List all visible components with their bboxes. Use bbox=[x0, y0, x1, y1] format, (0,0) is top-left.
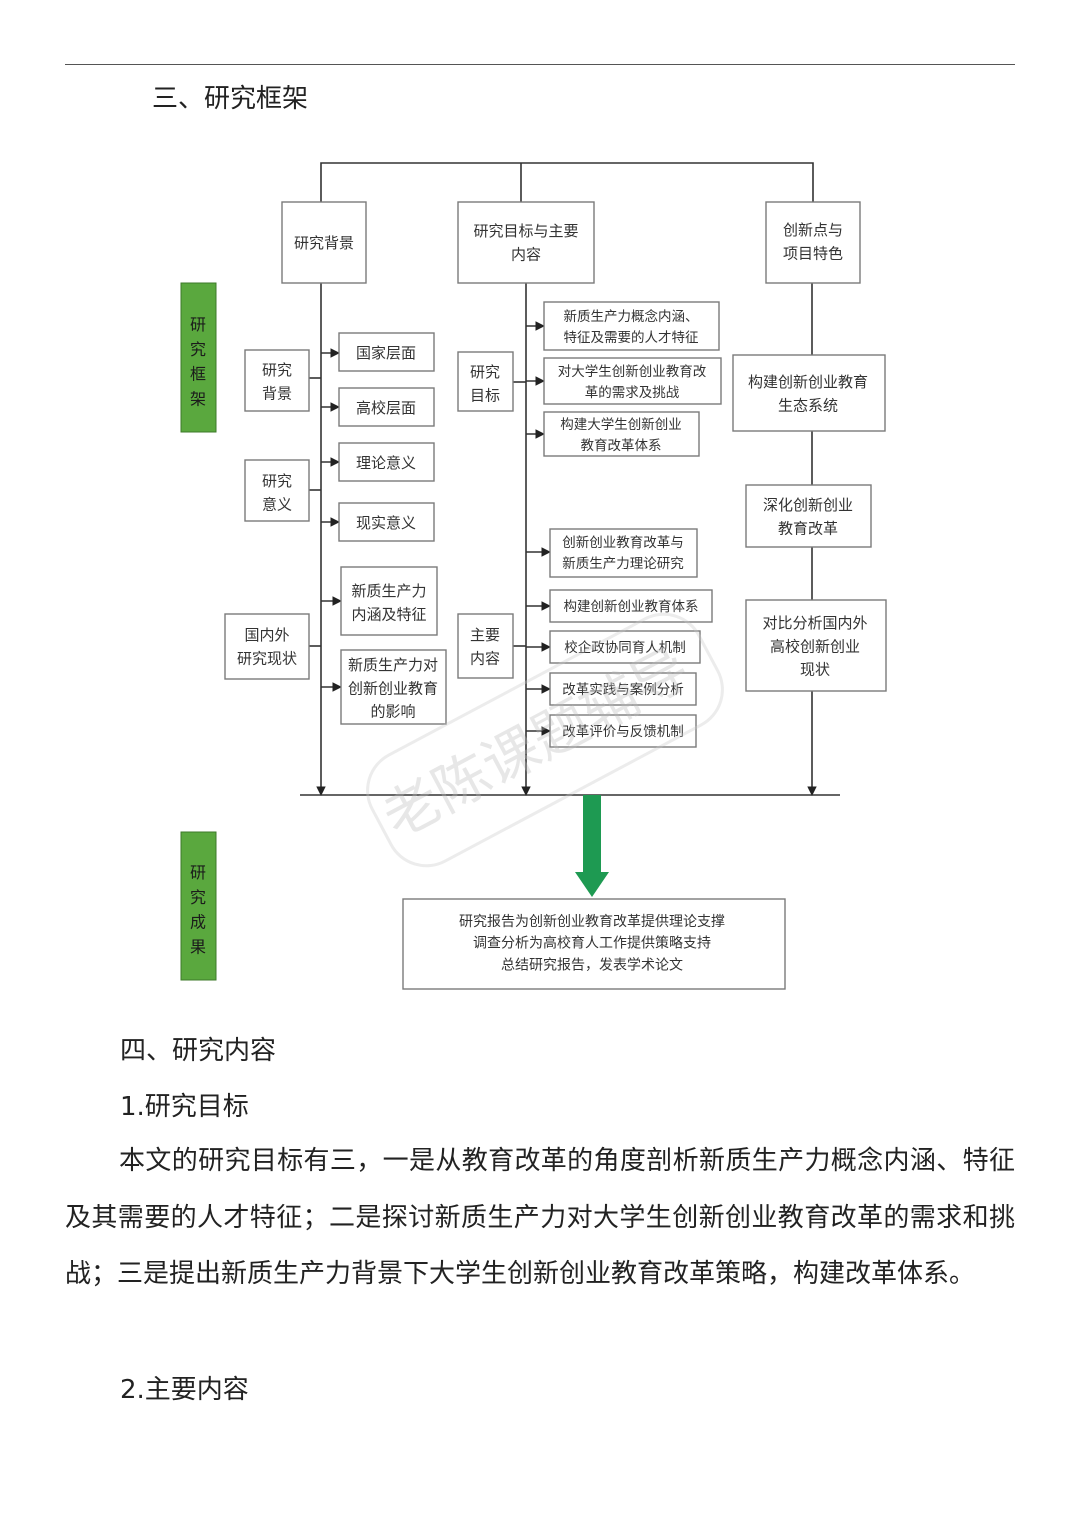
group-goals bbox=[457, 351, 514, 412]
left-item-5 bbox=[340, 649, 447, 725]
svg-text:理论意义: 理论意义 bbox=[356, 454, 416, 472]
svg-text:改革评价与反馈机制: 改革评价与反馈机制 bbox=[562, 724, 684, 740]
svg-text:高校层面: 高校层面 bbox=[356, 399, 416, 417]
svg-text:创新创业教育改革与新质生产力理论研究: 创新创业教育改革与新质生产力理论研究 bbox=[562, 535, 684, 572]
svg-text:构建大学生创新创业教育改革体系: 构建大学生创新创业教育改革体系 bbox=[560, 417, 682, 454]
content-item-1 bbox=[549, 589, 713, 623]
group-content bbox=[457, 613, 514, 679]
left-item-2 bbox=[338, 442, 435, 482]
section3-title: 三、研究框架 bbox=[152, 84, 309, 114]
right-item-1 bbox=[745, 484, 872, 548]
svg-text:新质生产力内涵及特征: 新质生产力内涵及特征 bbox=[351, 582, 426, 623]
right-item-0 bbox=[732, 354, 886, 432]
research-goals-paragraph: 本文的研究目标有三，一是从教育改革的角度剖析新质生产力概念内涵、特征及其需要的人… bbox=[65, 1146, 1015, 1289]
group-domestic-foreign bbox=[224, 613, 310, 680]
svg-text:构建创新创业教育体系: 构建创新创业教育体系 bbox=[564, 599, 699, 615]
left-item-0 bbox=[338, 332, 435, 372]
group-research-significance bbox=[244, 459, 310, 522]
goal-item-0 bbox=[543, 301, 720, 351]
svg-text:研究意义: 研究意义 bbox=[262, 472, 292, 513]
svg-text:国家层面: 国家层面 bbox=[356, 344, 416, 362]
section4-title: 四、研究内容 bbox=[120, 1036, 277, 1066]
side-label-framework-text: 研究框架 bbox=[190, 315, 206, 408]
svg-text:研究背景: 研究背景 bbox=[294, 234, 354, 252]
svg-text:新质生产力对创新创业教育的影响: 新质生产力对创新创业教育的影响 bbox=[348, 656, 438, 721]
side-label-framework bbox=[180, 282, 217, 433]
svg-text:研究目标与主要内容: 研究目标与主要内容 bbox=[473, 222, 578, 263]
top-box-background bbox=[281, 201, 367, 284]
svg-text:创新点与项目特色: 创新点与项目特色 bbox=[783, 221, 843, 262]
svg-text:校企政协同育人机制: 校企政协同育人机制 bbox=[564, 639, 686, 656]
left-item-4 bbox=[340, 566, 438, 636]
goal-item-2 bbox=[543, 411, 700, 457]
svg-text:主要内容: 主要内容 bbox=[470, 626, 500, 667]
subheading-research-goals: 1.研究目标 bbox=[120, 1092, 249, 1122]
svg-text:研究目标: 研究目标 bbox=[470, 363, 500, 404]
side-label-results-text: 研究成果 bbox=[190, 863, 206, 956]
content-item-2 bbox=[549, 630, 701, 664]
left-item-3 bbox=[338, 502, 435, 542]
goal-item-1 bbox=[543, 357, 722, 405]
results-arrow bbox=[575, 795, 609, 897]
top-box-innovation bbox=[765, 201, 861, 284]
svg-text:改革实践与案例分析: 改革实践与案例分析 bbox=[562, 681, 684, 698]
svg-text:现实意义: 现实意义 bbox=[356, 514, 416, 532]
content-item-3 bbox=[549, 672, 697, 706]
content-item-0 bbox=[549, 528, 698, 578]
header-rule bbox=[65, 64, 1015, 65]
content-item-4 bbox=[549, 714, 697, 748]
svg-text:对比分析国内外高校创新创业现状: 对比分析国内外高校创新创业现状 bbox=[762, 614, 867, 679]
svg-text:研究报告为创新创业教育改革提供理论支撑调查分析为高校育人工作: 研究报告为创新创业教育改革提供理论支撑调查分析为高校育人工作提供策略支持总结研究… bbox=[459, 914, 725, 973]
svg-text:构建创新创业教育生态系统: 构建创新创业教育生态系统 bbox=[748, 373, 868, 414]
svg-text:对大学生创新创业教育改革的需求及挑战: 对大学生创新创业教育改革的需求及挑战 bbox=[558, 364, 707, 401]
top-connector bbox=[320, 162, 814, 202]
right-item-2 bbox=[745, 599, 887, 692]
side-label-results bbox=[180, 831, 217, 981]
svg-text:新质生产力概念内涵、特征及需要的人才特征: 新质生产力概念内涵、特征及需要的人才特征 bbox=[564, 308, 699, 346]
svg-text:深化创新创业教育改革: 深化创新创业教育改革 bbox=[763, 496, 853, 537]
left-item-1 bbox=[338, 387, 435, 427]
subheading-main-content: 2.主要内容 bbox=[120, 1375, 249, 1405]
top-box-goals-content bbox=[457, 201, 595, 284]
svg-text:国内外研究现状: 国内外研究现状 bbox=[237, 626, 297, 667]
svg-text:研究背景: 研究背景 bbox=[262, 361, 292, 402]
results-box bbox=[402, 898, 786, 990]
group-research-background bbox=[244, 349, 310, 412]
